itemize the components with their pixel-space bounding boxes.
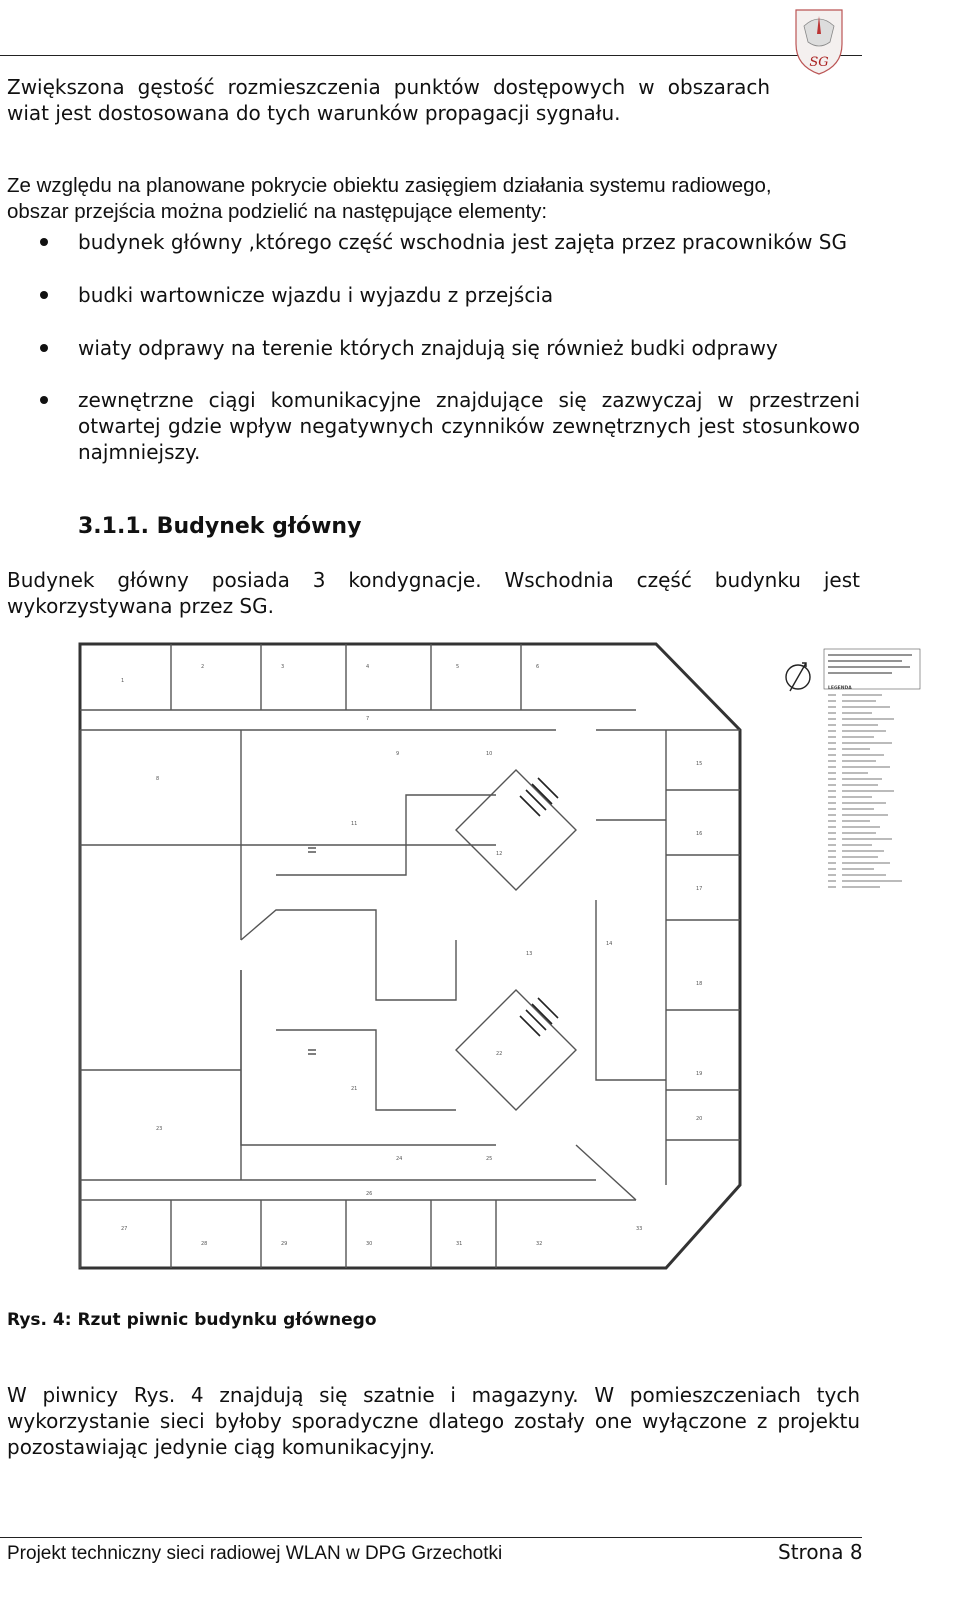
bullet-dot (40, 396, 48, 404)
intro-line-2: wiat jest dostosowana do tych warunków p… (7, 101, 621, 125)
closing-line-1: W piwnicy Rys. 4 znajdują się szatnie i … (7, 1383, 860, 1407)
footer-title: Projekt techniczny sieci radiowej WLAN w… (7, 1543, 503, 1564)
svg-text:10: 10 (486, 751, 492, 757)
svg-text:26: 26 (366, 1191, 372, 1197)
svg-text:7: 7 (366, 716, 369, 722)
building-text-line-2: wykorzystywana przez SG. (7, 594, 274, 618)
bullet-item-main-building: budynek główny ,którego część wschodnia … (78, 230, 847, 254)
division-line-2: obszar przejścia można podzielić na nast… (7, 199, 548, 223)
bullet-item-guard-booths: budki wartownicze wjazdu i wyjazdu z prz… (78, 283, 554, 307)
svg-text:15: 15 (696, 761, 702, 767)
svg-text:6: 6 (536, 664, 539, 670)
svg-text:5: 5 (456, 664, 459, 670)
legend-title: LEGENDA (828, 685, 852, 691)
header-rule (0, 55, 862, 56)
svg-text:28: 28 (201, 1241, 207, 1247)
plan-legend: LEGENDA (782, 645, 922, 900)
svg-text:27: 27 (121, 1226, 127, 1232)
svg-text:20: 20 (696, 1116, 702, 1122)
intro-line-1: Zwiększona gęstość rozmieszczenia punktó… (7, 75, 770, 99)
svg-text:19: 19 (696, 1071, 702, 1077)
svg-text:29: 29 (281, 1241, 287, 1247)
building-text-line-1: Budynek główny posiada 3 kondygnacje. Ws… (7, 568, 860, 592)
bullet-item-external-routes-line-1: zewnętrzne ciągi komunikacyjne znajdując… (78, 388, 860, 412)
svg-text:4: 4 (366, 664, 369, 670)
svg-text:17: 17 (696, 886, 702, 892)
section-number: 3.1.1. (78, 514, 149, 539)
svg-text:12: 12 (496, 851, 502, 857)
section-title: Budynek główny (156, 514, 362, 539)
logo-text: SG (809, 55, 828, 70)
bullet-item-external-routes-line-3: najmniejszy. (78, 440, 201, 464)
svg-text:18: 18 (696, 981, 702, 987)
bullet-dot (40, 344, 48, 352)
svg-text:2: 2 (201, 664, 204, 670)
footer-page-number: Strona 8 (778, 1540, 863, 1564)
closing-line-3: pozostawiając jedynie ciąg komunikacyjny… (7, 1435, 436, 1459)
svg-text:31: 31 (456, 1241, 462, 1247)
svg-text:11: 11 (351, 821, 357, 827)
bullet-dot (40, 238, 48, 246)
svg-text:21: 21 (351, 1086, 357, 1092)
svg-text:23: 23 (156, 1126, 162, 1132)
closing-line-2: wykorzystanie sieci byłoby sporadyczne d… (7, 1409, 860, 1433)
svg-text:3: 3 (281, 664, 284, 670)
svg-text:16: 16 (696, 831, 702, 837)
svg-text:33: 33 (636, 1226, 642, 1232)
division-line-1: Ze względu na planowane pokrycie obiektu… (7, 173, 772, 197)
svg-text:1: 1 (121, 678, 124, 684)
svg-text:8: 8 (156, 776, 159, 782)
section-heading: 3.1.1. Budynek główny (78, 514, 361, 539)
svg-text:25: 25 (486, 1156, 492, 1162)
svg-text:24: 24 (396, 1156, 402, 1162)
figure-caption: Rys. 4: Rzut piwnic budynku głównego (7, 1310, 377, 1330)
border-guard-logo: SG (790, 4, 848, 76)
footer-rule (0, 1537, 862, 1538)
svg-text:13: 13 (526, 951, 532, 957)
bullet-item-external-routes-line-2: otwartej gdzie wpływ negatywnych czynnik… (78, 414, 860, 438)
svg-text:30: 30 (366, 1241, 372, 1247)
svg-text:32: 32 (536, 1241, 542, 1247)
svg-text:14: 14 (606, 941, 612, 947)
svg-text:9: 9 (396, 751, 399, 757)
svg-text:22: 22 (496, 1051, 502, 1057)
north-arrow-icon (785, 662, 811, 692)
bullet-item-clearance-shelters: wiaty odprawy na terenie których znajduj… (78, 336, 778, 360)
bullet-dot (40, 291, 48, 299)
